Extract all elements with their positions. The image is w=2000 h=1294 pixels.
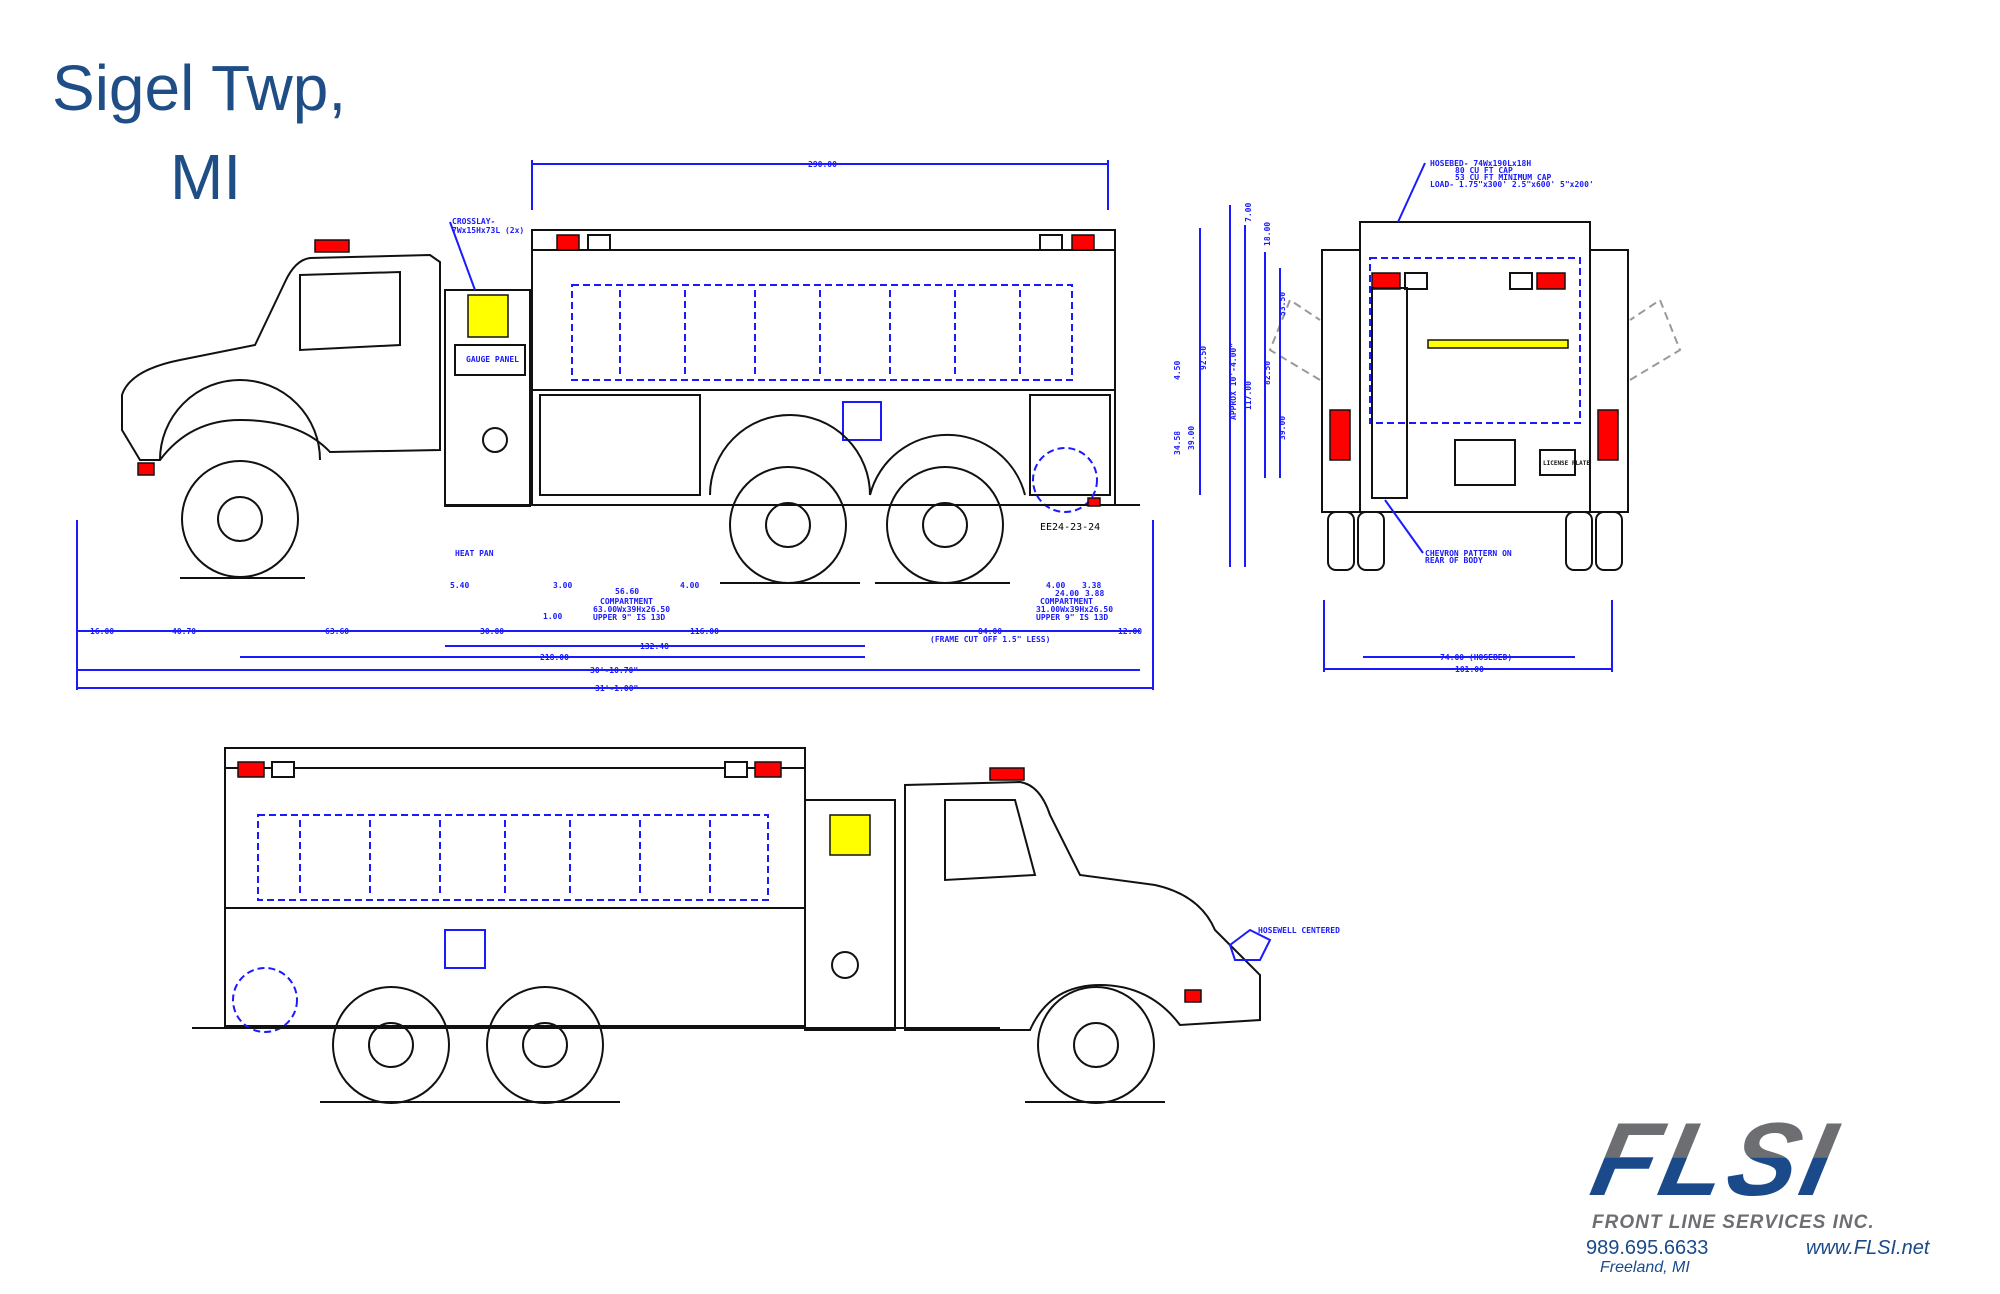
side-water-tank xyxy=(571,284,1073,381)
license-label: LICENSE PLATE xyxy=(1543,460,1590,467)
side-view: CROSSLAY- 7Wx15Hx73L (2x) GAUGE PANEL HE… xyxy=(76,160,1208,693)
side-cab xyxy=(121,253,441,461)
chevron-2-label: REAR OF BODY xyxy=(1425,556,1483,565)
location: Freeland, MI xyxy=(1600,1259,1690,1276)
part-number-label: EE24-23-24 xyxy=(1040,522,1100,533)
d-24-label: 24.00 xyxy=(1055,589,1079,598)
d-56-60-label: 56.60 xyxy=(615,587,639,596)
hosebed-1-label: HOSEBED- 74Wx190Lx18H xyxy=(1430,159,1531,168)
d-4-label: 4.00 xyxy=(680,581,699,590)
side-pump-inlet xyxy=(482,427,508,453)
rear-ladder xyxy=(1371,287,1408,499)
compartment-rear-upper-label: UPPER 9" IS 13D xyxy=(1036,613,1108,622)
flsi-logo-mark: FLSI xyxy=(1582,1102,1849,1218)
gauge-panel-label: GAUGE PANEL xyxy=(466,355,519,364)
d-218-label: 218.00 xyxy=(540,653,569,662)
bottom-pump-panel xyxy=(804,799,896,1031)
w-hosebed-label: 74.00 (HOSEBED) xyxy=(1440,653,1512,662)
compartment-rear-size-label: 31.00Wx39Hx26.50 xyxy=(1036,605,1113,614)
officer-side-view: HOSEWELL CENTERED xyxy=(192,747,1340,1104)
bottom-water-tank xyxy=(257,814,769,901)
compartment-front-upper-label: UPPER 9" IS 13D xyxy=(593,613,665,622)
side-cab-window xyxy=(299,270,401,352)
overall-1-label: 30'-10.70" xyxy=(590,666,638,675)
d-40-70-label: 40.70 xyxy=(172,627,196,636)
crosslay-size-label: 7Wx15Hx73L (2x) xyxy=(452,226,524,235)
h-34-58-label: 34.58 xyxy=(1173,431,1182,455)
d-4b-label: 4.00 xyxy=(1046,581,1065,590)
side-tank-baffles xyxy=(619,290,1021,375)
compartment-rear-label: COMPARTMENT xyxy=(1040,597,1093,606)
d-3-88-label: 3.88 xyxy=(1085,589,1104,598)
h-7-label: 7.00 xyxy=(1244,203,1253,222)
d-1-label: 1.00 xyxy=(543,612,562,621)
h-4-50-label: 4.50 xyxy=(1173,361,1182,380)
h-82-50-label: 82.50 xyxy=(1263,361,1272,385)
hosebed-4-label: LOAD- 1.75"x300' 2.5"x600' 5"x200' xyxy=(1430,180,1594,189)
hosewell-nozzle xyxy=(1228,928,1272,961)
w-101-label: 101.00 xyxy=(1455,665,1484,674)
side-front-fender xyxy=(159,379,321,461)
side-compartment-rear xyxy=(1029,394,1111,496)
d-3-label: 3.00 xyxy=(553,581,572,590)
overall-2-label: 31'-1.00" xyxy=(595,684,638,693)
d-116-label: 116.00 xyxy=(690,627,719,636)
bottom-wheels xyxy=(320,986,1165,1104)
title-line-1: Sigel Twp, xyxy=(52,52,347,124)
side-wheels xyxy=(180,460,1010,584)
d-3-38-label: 3.38 xyxy=(1082,581,1101,590)
rear-body xyxy=(1359,221,1591,513)
side-dump-valve xyxy=(842,401,882,441)
phone-number: 989.695.6633 xyxy=(1586,1237,1709,1259)
approx-height-label: APPROX 10'-4.00" xyxy=(1229,343,1238,420)
h-39-label: 39.00 xyxy=(1187,426,1196,450)
d-84-label: 84.00 xyxy=(978,627,1002,636)
h-53-50-label: 53.50 xyxy=(1278,292,1287,316)
rear-view: LICENSE PLATE HOSEBED- 74Wx190Lx18H 80 C… xyxy=(1229,159,1682,674)
chevron-1-label: CHEVRON PATTERN ON xyxy=(1425,549,1512,558)
side-front-marker xyxy=(137,462,155,476)
h-92-50-label: 92.50 xyxy=(1199,346,1208,370)
compartment-front-label: COMPARTMENT xyxy=(600,597,653,606)
d-63-60-label: 63.60 xyxy=(325,627,349,636)
rear-dimensions: APPROX 10'-4.00" 117.00 7.00 18.00 53.50… xyxy=(1229,203,1613,674)
compartment-front-size-label: 63.00Wx39Hx26.50 xyxy=(593,605,670,614)
hosewell-label: HOSEWELL CENTERED xyxy=(1258,926,1340,935)
d-16-label: 16.00 xyxy=(90,627,114,636)
bottom-cab xyxy=(904,780,1261,1031)
side-gauge-panel xyxy=(454,344,526,376)
hosebed-2-label: 80 CU FT CAP xyxy=(1455,166,1513,175)
d-132-48-label: 132.48 xyxy=(640,642,669,651)
frame-note-label: (FRAME CUT OFF 1.5" LESS) xyxy=(930,635,1050,644)
hosebed-3-label: 53 CU FT MINIMUM CAP xyxy=(1455,173,1552,182)
h-39-label: 39.00 xyxy=(1278,416,1287,440)
h-18-label: 18.00 xyxy=(1263,222,1272,246)
d-30-label: 30.00 xyxy=(480,627,504,636)
body-length-label: 290.00 xyxy=(808,160,837,169)
rear-light-bar xyxy=(1427,339,1569,349)
crosslay-label: CROSSLAY- xyxy=(452,217,495,226)
side-dimensions: 290.00 16.00 40.70 63.60 30.00 116.00 84… xyxy=(76,160,1208,693)
rear-license-plate xyxy=(1539,449,1576,476)
h-117-label: 117.00 xyxy=(1244,381,1253,410)
company-name: FRONT LINE SERVICES INC. xyxy=(1592,1212,1875,1233)
d-12-label: 12.00 xyxy=(1118,627,1142,636)
side-crosslay-hose xyxy=(467,294,509,338)
title-line-2: MI xyxy=(170,141,242,213)
rear-hitch-plate xyxy=(1454,439,1516,486)
side-compartment-front xyxy=(539,394,701,496)
heat-pan-label: HEAT PAN xyxy=(455,549,494,558)
website-link[interactable]: www.FLSI.net xyxy=(1806,1237,1930,1259)
side-hose-reel xyxy=(1032,447,1098,513)
bottom-body xyxy=(224,747,806,1027)
d-5-40-label: 5.40 xyxy=(450,581,469,590)
side-cab-beacon xyxy=(314,239,350,253)
